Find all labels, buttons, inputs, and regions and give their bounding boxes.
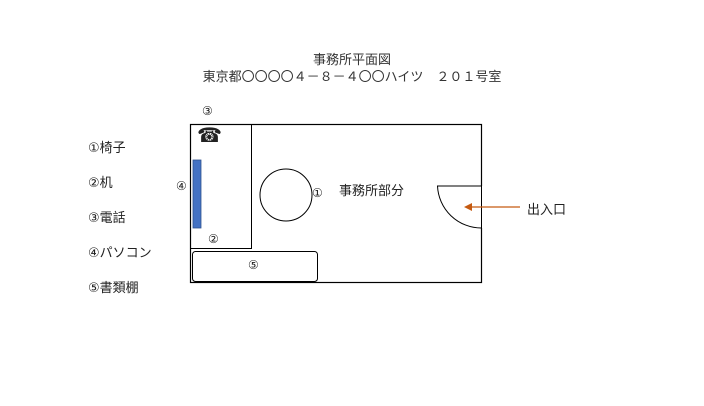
marker-cabinet: ⑤: [248, 258, 259, 272]
legend-item-chair: ①椅子: [88, 141, 126, 156]
office-area-label: 事務所部分: [339, 184, 405, 199]
entrance-label: 出入口: [527, 203, 567, 218]
phone-icon: ☎: [197, 123, 222, 147]
marker-chair: ①: [312, 186, 323, 200]
cabinet-shape: [192, 251, 318, 282]
room-outline: [189, 123, 483, 284]
chair-shape: [259, 168, 313, 222]
door-swing-arc: [436, 185, 482, 229]
legend-item-pc: ④パソコン: [88, 246, 152, 261]
legend-item-phone: ③電話: [88, 211, 126, 226]
marker-phone: ③: [202, 104, 213, 118]
legend-item-cabinet: ⑤書類棚: [88, 281, 139, 296]
marker-desk: ②: [208, 232, 219, 246]
marker-pc: ④: [176, 179, 187, 193]
plan-title: 事務所平面図: [312, 53, 391, 68]
address-line: 東京都〇〇〇〇４－８－４〇〇ハイツ ２０１号室: [202, 70, 502, 85]
desk: [190, 124, 252, 249]
entrance-arrowhead: [464, 203, 472, 211]
legend-item-desk: ②机: [88, 176, 113, 191]
pc-shape: [192, 159, 202, 229]
